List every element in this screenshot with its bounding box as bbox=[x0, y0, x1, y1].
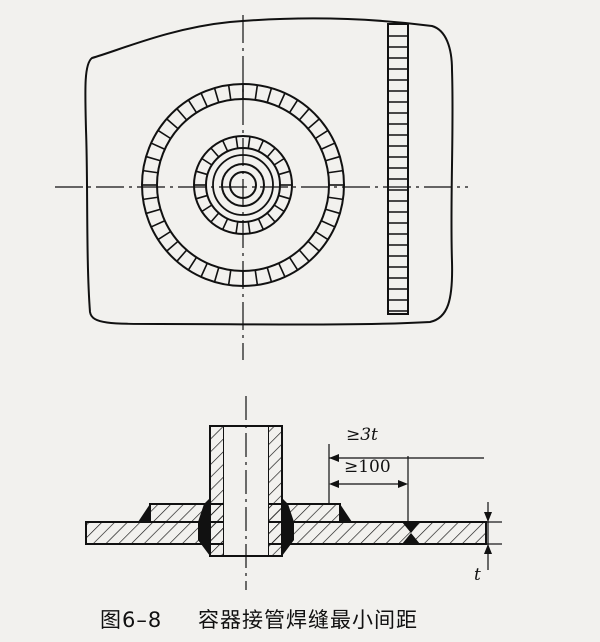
ring-segment-tick bbox=[325, 208, 341, 215]
ring-segment-tick bbox=[213, 267, 220, 283]
ring-segment-tick bbox=[278, 194, 291, 200]
ring-segment-tick bbox=[187, 256, 198, 271]
ring-segment-tick bbox=[227, 270, 232, 286]
ring-segment-tick bbox=[298, 108, 310, 121]
caption-title: 容器接管焊缝最小间距 bbox=[198, 608, 418, 632]
pad-fillet-weld-right bbox=[340, 504, 352, 522]
ring-segment-tick bbox=[257, 140, 265, 152]
ring-segment-tick bbox=[142, 196, 158, 201]
ring-segment-tick bbox=[166, 118, 179, 130]
nozzle-weld-right bbox=[282, 498, 294, 556]
ring-segment-tick bbox=[150, 142, 166, 151]
plate-butt-weld bbox=[402, 522, 420, 544]
ring-segment-tick bbox=[266, 87, 273, 103]
ring-segment-tick bbox=[288, 99, 299, 114]
ring-segment-tick bbox=[210, 212, 220, 223]
nozzle-wall-right bbox=[267, 425, 283, 557]
ring-segment-tick bbox=[200, 92, 209, 108]
ring-segment-tick bbox=[314, 230, 329, 241]
ring-segment-tick bbox=[257, 218, 265, 230]
ring-segment-tick bbox=[320, 219, 336, 228]
ring-segment-tick bbox=[150, 219, 166, 228]
ring-segment-tick bbox=[328, 196, 344, 201]
ring-segment-tick bbox=[277, 262, 286, 278]
ring-segment-tick bbox=[328, 169, 344, 174]
caption-number: 图6–8 bbox=[100, 608, 163, 632]
ring-segment-tick bbox=[187, 99, 198, 114]
ring-segment-tick bbox=[221, 140, 229, 152]
ring-segment-tick bbox=[201, 157, 213, 166]
section-view: ≥3t ≥100 t bbox=[85, 396, 502, 590]
ring-segment-tick bbox=[195, 194, 208, 200]
ring-segment-tick bbox=[210, 147, 220, 158]
ring-segment-tick bbox=[266, 147, 276, 158]
ring-segment-tick bbox=[176, 249, 188, 262]
ring-segment-tick bbox=[247, 136, 251, 149]
ring-segment-tick bbox=[145, 208, 161, 215]
ring-segment-tick bbox=[320, 142, 336, 151]
ring-segment-tick bbox=[142, 169, 158, 174]
ring-segment-tick bbox=[200, 262, 209, 278]
ring-segment-tick bbox=[201, 204, 213, 213]
ring-segment-tick bbox=[307, 118, 320, 130]
ring-segment-tick bbox=[273, 157, 285, 166]
ring-segment-tick bbox=[247, 221, 251, 234]
nozzle-wall-left bbox=[209, 425, 225, 557]
ring-segment-tick bbox=[254, 270, 259, 286]
ring-segment-tick bbox=[307, 240, 320, 252]
ring-segment-tick bbox=[221, 218, 229, 230]
ring-segment-tick bbox=[266, 212, 276, 223]
ring-segment-tick bbox=[227, 84, 232, 100]
nozzle-weld-rings bbox=[141, 83, 345, 287]
ring-segment-tick bbox=[195, 170, 208, 176]
ring-segment-tick bbox=[288, 256, 299, 271]
dimension-label-3t: ≥3t bbox=[346, 425, 378, 445]
nozzle-weld-left bbox=[198, 498, 210, 556]
ring-segment-tick bbox=[314, 129, 329, 140]
ring-segment-tick bbox=[157, 129, 172, 140]
ring-segment-tick bbox=[235, 136, 239, 149]
dimension-label-thickness: t bbox=[474, 565, 481, 585]
ring-segment-tick bbox=[278, 170, 291, 176]
ring-segment-tick bbox=[176, 108, 188, 121]
vessel-plate-outline bbox=[84, 17, 454, 326]
plan-view bbox=[55, 15, 468, 360]
ring-segment-tick bbox=[298, 249, 310, 262]
ring-segment-tick bbox=[277, 92, 286, 108]
ring-segment-tick bbox=[166, 240, 179, 252]
ring-segment-tick bbox=[213, 87, 220, 103]
ring-segment-tick bbox=[273, 204, 285, 213]
ring-segment-tick bbox=[325, 155, 341, 162]
dimension-label-100: ≥100 bbox=[344, 457, 391, 477]
ring-segment-tick bbox=[266, 267, 273, 283]
ring-segment-tick bbox=[254, 84, 259, 100]
ring-segment-tick bbox=[235, 221, 239, 234]
pad-fillet-weld-left bbox=[138, 504, 150, 522]
ring-segment-tick bbox=[145, 155, 161, 162]
ring-segment-tick bbox=[157, 230, 172, 241]
figure-caption: 图6–8 容器接管焊缝最小间距 bbox=[0, 604, 600, 638]
longitudinal-weld-seam bbox=[387, 23, 409, 315]
